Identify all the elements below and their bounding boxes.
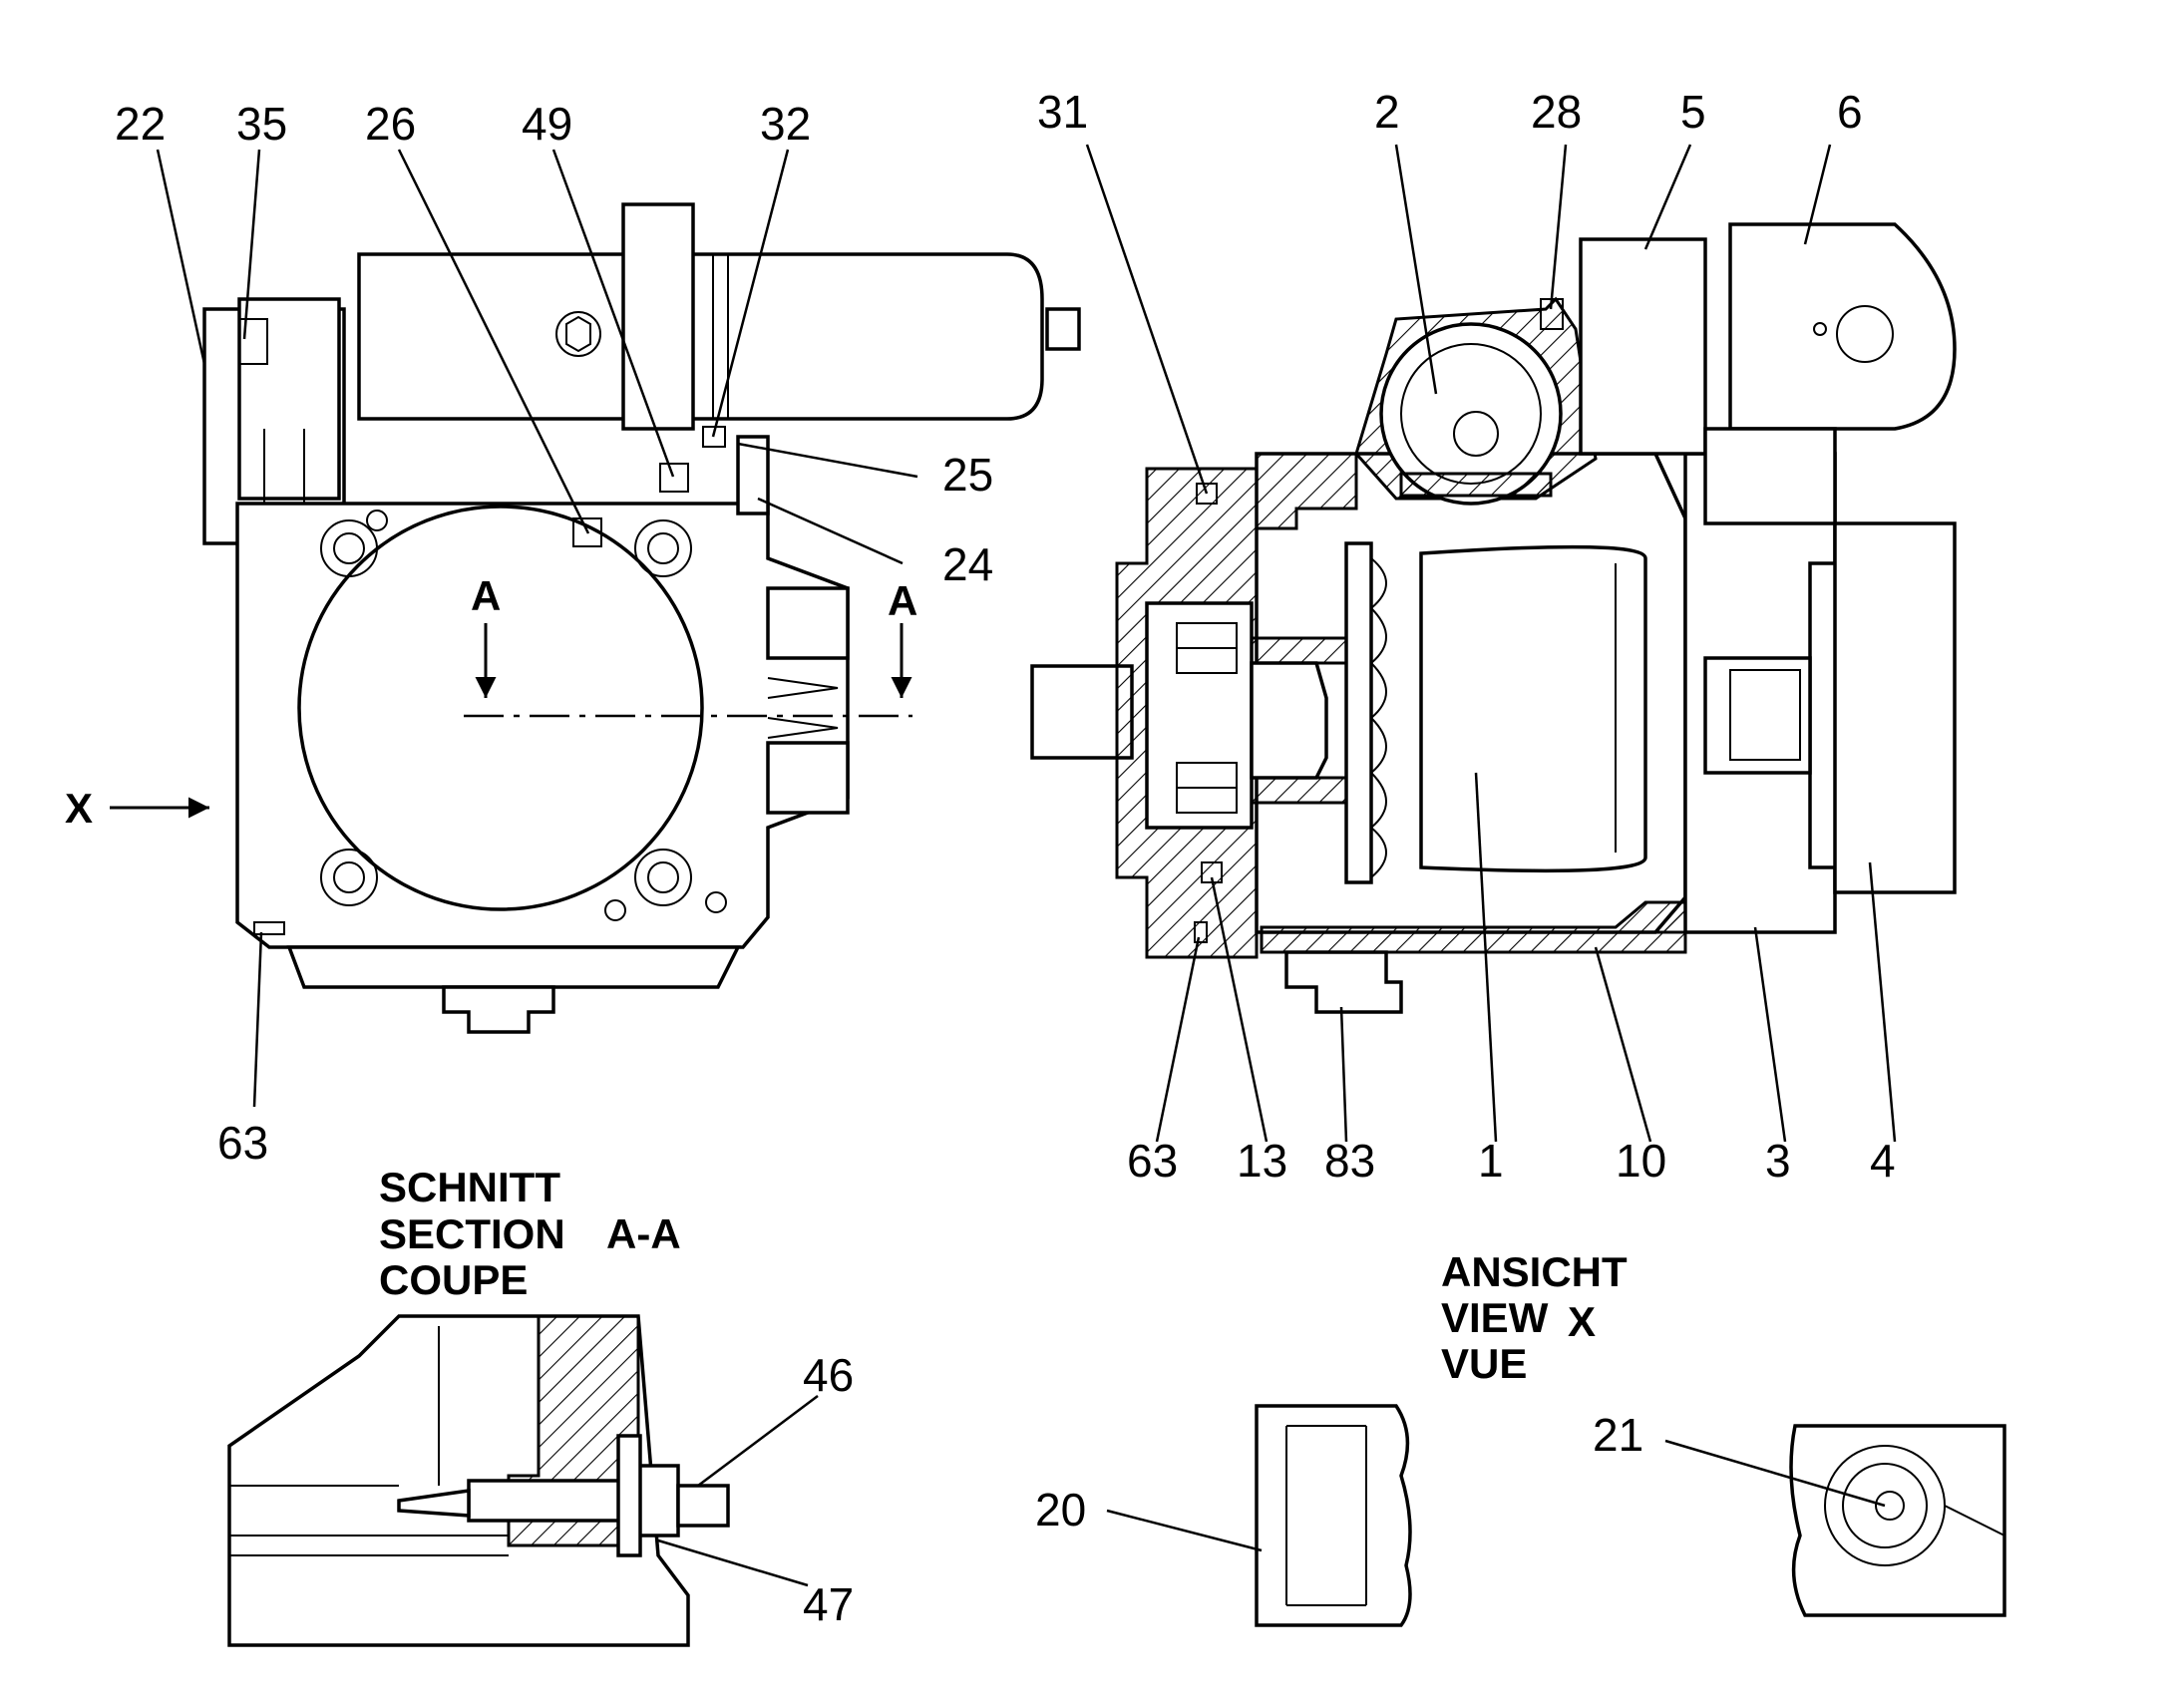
callout-49: 49 <box>522 98 572 150</box>
callout-31: 31 <box>1037 86 1088 138</box>
callout-35: 35 <box>236 98 287 150</box>
callout-21: 21 <box>1593 1409 1643 1461</box>
view-caption: ANSICHT VIEW X VUE <box>1441 1248 1628 1387</box>
callout-28: 28 <box>1531 86 1582 138</box>
callout-24: 24 <box>942 538 993 590</box>
callout-5: 5 <box>1680 86 1706 138</box>
callout-labels: 22 35 26 49 32 25 24 63 31 2 28 5 6 63 1… <box>115 86 1896 1630</box>
callout-3: 3 <box>1765 1135 1791 1187</box>
right-view-drawing <box>1030 222 1957 1014</box>
view-caption-ref: X <box>1568 1298 1596 1345</box>
callout-47: 47 <box>803 1578 854 1630</box>
callout-20: 20 <box>1035 1484 1086 1536</box>
section-marker-a-right: A <box>888 577 917 624</box>
callout-2: 2 <box>1374 86 1400 138</box>
section-caption-fr: COUPE <box>379 1256 528 1303</box>
callout-6: 6 <box>1837 86 1863 138</box>
callout-4: 4 <box>1870 1135 1896 1187</box>
callout-25: 25 <box>942 449 993 501</box>
callout-46: 46 <box>803 1349 854 1401</box>
callout-10: 10 <box>1616 1135 1666 1187</box>
view-caption-en: VIEW <box>1441 1294 1549 1341</box>
callout-13: 13 <box>1237 1135 1287 1187</box>
section-caption-en: SECTION <box>379 1210 565 1257</box>
section-marker-a-left: A <box>471 572 501 619</box>
view-x-drawing <box>1255 1404 2006 1627</box>
callout-83: 83 <box>1324 1135 1375 1187</box>
section-aa-drawing <box>227 1314 730 1647</box>
callout-63-right: 63 <box>1127 1135 1178 1187</box>
section-markers: A A X <box>65 572 917 832</box>
left-view-drawing <box>110 202 1081 1034</box>
leader-lines <box>156 144 1897 1587</box>
view-caption-fr: VUE <box>1441 1340 1527 1387</box>
callout-22: 22 <box>115 98 166 150</box>
callout-1: 1 <box>1478 1135 1504 1187</box>
view-marker-x: X <box>65 785 93 832</box>
section-caption-de: SCHNITT <box>379 1164 560 1210</box>
section-caption: SCHNITT SECTION A-A COUPE <box>379 1164 681 1303</box>
callout-32: 32 <box>760 98 811 150</box>
callout-26: 26 <box>365 98 416 150</box>
section-caption-ref: A-A <box>606 1210 681 1257</box>
callout-63-left: 63 <box>217 1117 268 1169</box>
view-caption-de: ANSICHT <box>1441 1248 1628 1295</box>
